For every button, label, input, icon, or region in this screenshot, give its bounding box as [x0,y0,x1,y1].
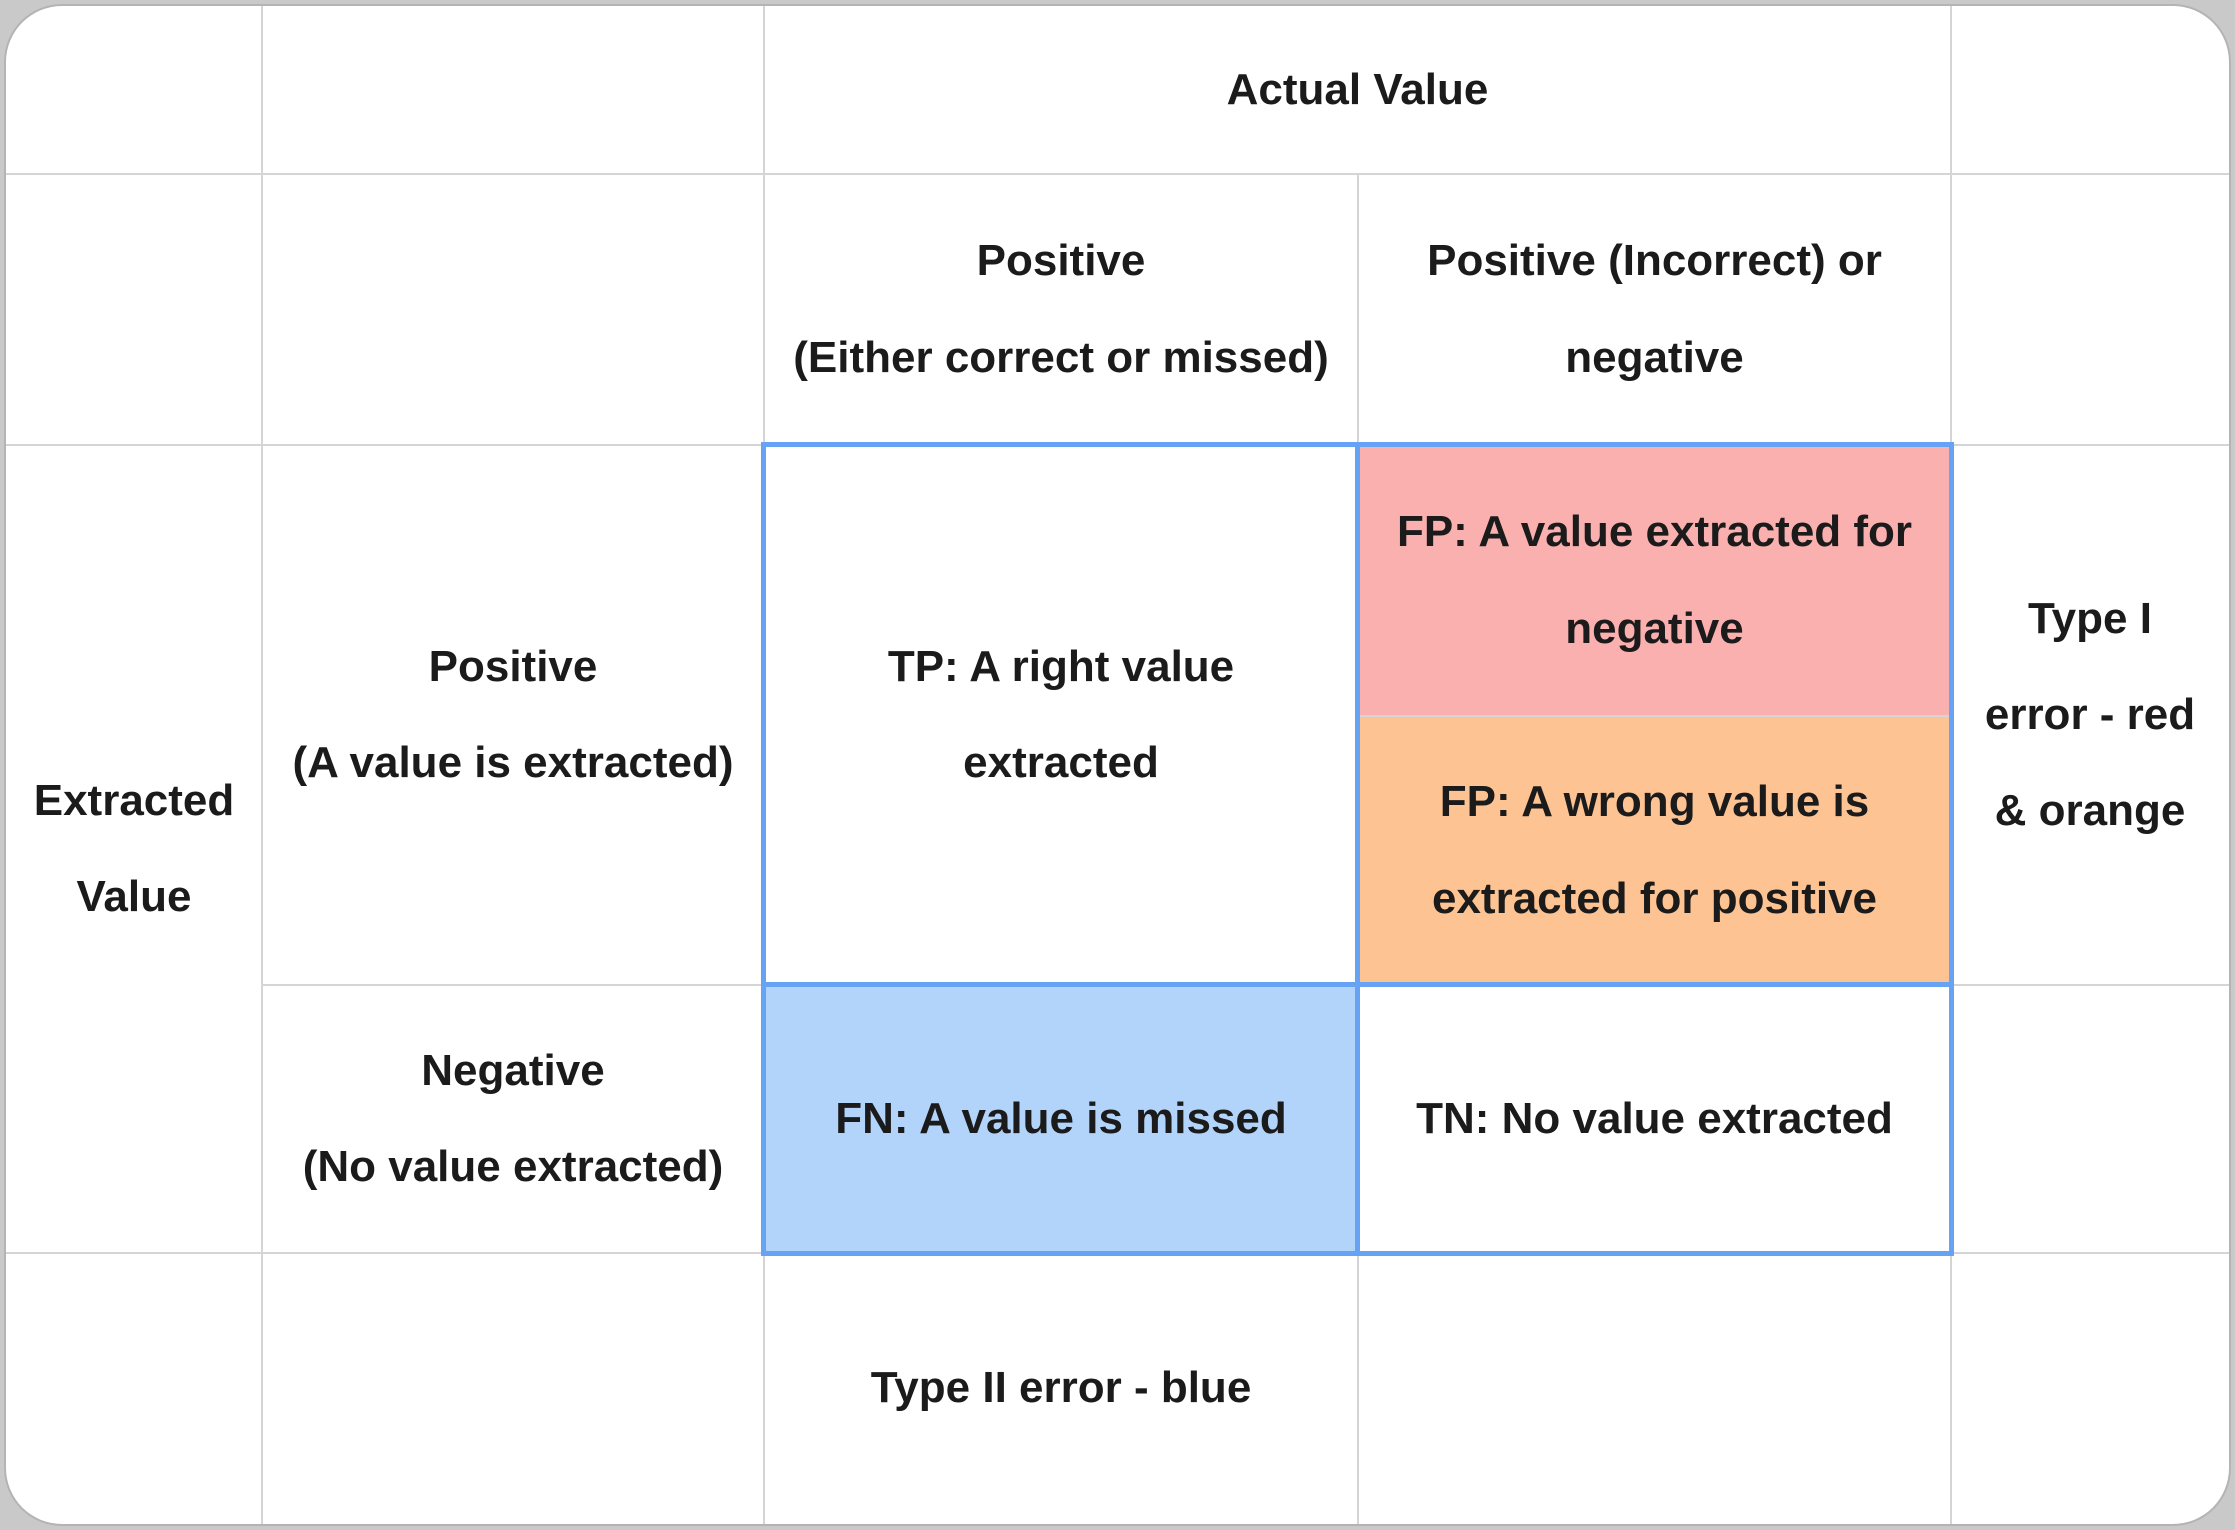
extracted-value-header: Extracted Value [6,445,262,1253]
extracted-value-line1: Extracted [33,775,235,825]
cell-tn-label: TN: No value extracted [1416,1093,1893,1143]
type-two-error-note: Type II error - blue [764,1253,1358,1524]
actual-value-header: Actual Value [764,6,1951,174]
grid-hline-1 [6,173,2229,175]
cell-fp-orange-line2: extracted for positive [1431,873,1878,923]
column-header-positive: Positive (Either correct or missed) [764,174,1358,445]
actual-value-label: Actual Value [1226,64,1489,114]
grid-hline-3-right [1951,984,2229,986]
row-header-positive-line1: Positive [428,641,598,691]
column-header-positive-line1: Positive [976,236,1146,286]
cell-false-negative: FN: A value is missed [764,985,1358,1253]
type-one-error-line1: Type I [2028,593,2152,643]
cell-tp-line2: extracted [963,738,1159,787]
highlight-block-border [761,442,1954,1256]
cell-fp-red-line2: negative [1565,603,1744,653]
row-header-negative-line1: Negative [421,1045,605,1095]
cell-false-positive-negative: FP: A value extracted for negative [1358,445,1951,716]
grid-hline-red-orange-divider [1358,715,1951,717]
column-header-negative-line2: negative [1565,332,1744,382]
type-one-error-line3: & orange [1994,786,2186,836]
column-header-negative: Positive (Incorrect) or negative [1358,174,1951,445]
type-one-error-note: Type I error - red & orange [1951,445,2229,985]
grid-vline-1 [261,6,263,1524]
highlight-block-inner-hline [764,982,1951,987]
cell-fn-label: FN: A value is missed [835,1093,1287,1143]
row-header-negative-line2: (No value extracted) [302,1142,724,1191]
cell-true-negative: TN: No value extracted [1358,985,1951,1253]
cell-fp-red-line1: FP: A value extracted for [1396,507,1913,557]
row-header-positive-line2: (A value is extracted) [292,738,734,787]
type-one-error-line2: error - red [1984,689,2196,739]
extracted-value-line2: Value [76,872,192,921]
type-two-error-label: Type II error - blue [870,1363,1252,1413]
column-header-positive-line2: (Either correct or missed) [793,332,1329,382]
cell-true-positive: TP: A right value extracted [764,445,1358,985]
highlight-block-inner-vline [1355,445,1360,1253]
cell-fp-orange-line1: FP: A wrong value is [1439,777,1870,827]
row-header-positive: Positive (A value is extracted) [262,445,764,985]
cell-tp-line1: TP: A right value [887,641,1235,691]
grid-hline-3-left [262,984,764,986]
table-card: Actual Value Positive (Either correct or… [6,6,2229,1524]
grid-vline-3-top [1357,174,1359,445]
row-header-negative: Negative (No value extracted) [262,985,764,1253]
column-header-negative-line1: Positive (Incorrect) or [1427,236,1882,286]
cell-false-positive-wrong-value: FP: A wrong value is extracted for posit… [1358,716,1951,985]
grid-vline-3-bottom [1357,1253,1359,1524]
